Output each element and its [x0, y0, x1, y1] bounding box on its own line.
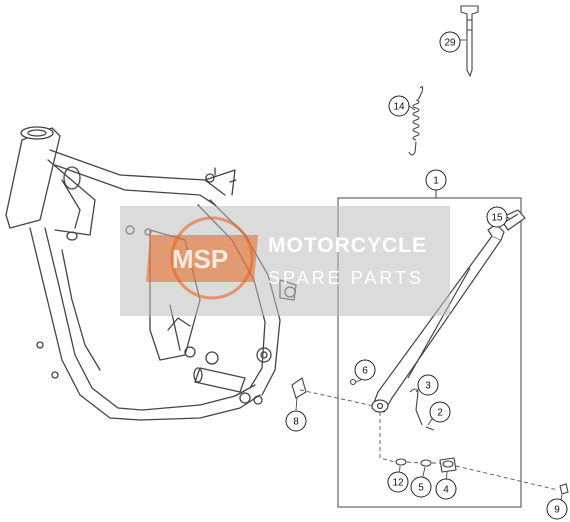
- callout-14: 14: [388, 95, 410, 117]
- callout-15-label: 15: [491, 213, 503, 224]
- watermark-title: MOTORCYCLE: [268, 234, 427, 257]
- callout-5-label: 5: [418, 483, 424, 494]
- callouts: 29 14 1 15 6 3 2 8: [285, 31, 568, 520]
- assembly-lines: [299, 389, 559, 491]
- callout-8-label: 8: [293, 417, 299, 428]
- watermark-subtitle: SPARE PARTS: [268, 268, 424, 288]
- callout-29: 29: [439, 31, 461, 53]
- callout-5: 5: [410, 476, 432, 498]
- watermark-logo: MSP: [146, 216, 258, 300]
- callout-29-label: 29: [444, 38, 456, 49]
- part-spring-14: [408, 86, 424, 156]
- callout-2-label: 2: [437, 408, 443, 419]
- callout-14-label: 14: [393, 102, 405, 113]
- callout-8: 8: [285, 410, 307, 432]
- callout-2: 2: [429, 401, 451, 423]
- callout-6-label: 6: [362, 366, 368, 377]
- callout-15: 15: [486, 206, 508, 228]
- watermark-logo-text: MSP: [172, 244, 228, 274]
- callout-6: 6: [354, 359, 376, 381]
- part-group-box-1: [337, 190, 522, 508]
- callout-9-label: 9: [554, 505, 560, 516]
- callout-9: 9: [546, 498, 568, 520]
- callout-4-label: 4: [443, 485, 449, 496]
- callout-3-label: 3: [425, 381, 431, 392]
- part-side-stand: [371, 209, 526, 413]
- small-parts: [291, 377, 569, 495]
- callout-1: 1: [425, 169, 447, 191]
- watermark: MSP MOTORCYCLE SPARE PARTS: [120, 206, 450, 316]
- callout-12: 12: [387, 471, 409, 493]
- part-tool-29: [460, 5, 479, 78]
- callout-12-label: 12: [392, 478, 404, 489]
- callout-1-label: 1: [433, 176, 439, 187]
- callout-4: 4: [435, 478, 457, 500]
- callout-3: 3: [417, 374, 439, 396]
